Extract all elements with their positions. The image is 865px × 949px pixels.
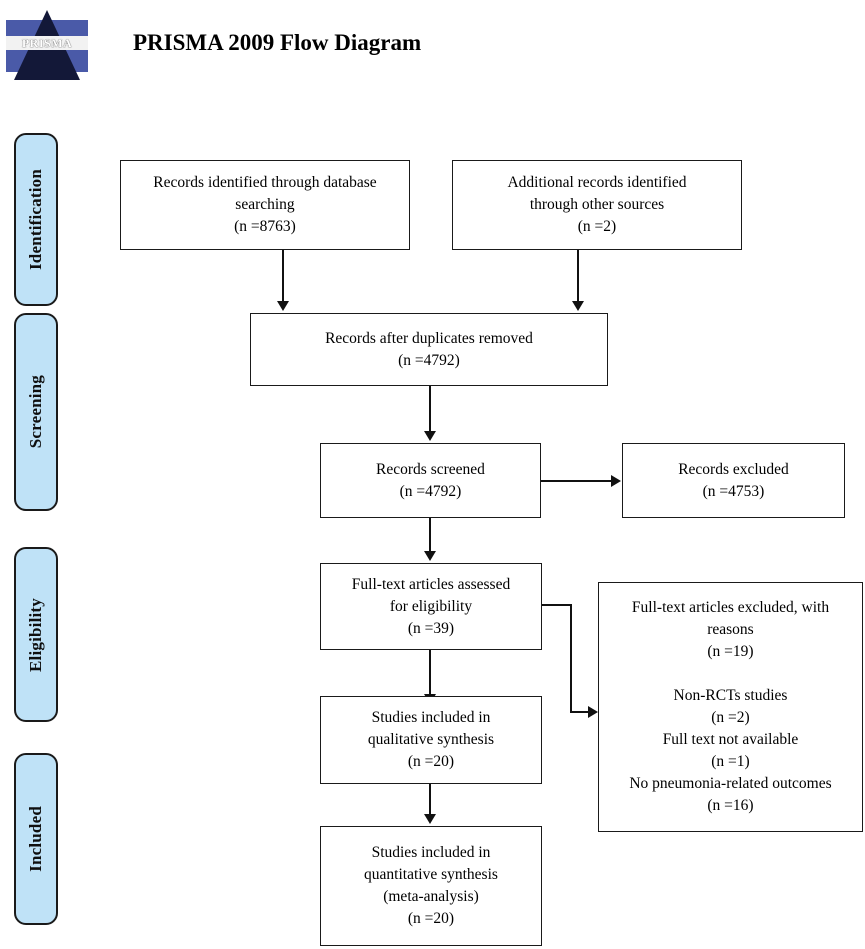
box-fulltext-articles-excluded-text: Full-text articles excluded, with reason… — [629, 599, 832, 814]
arrowhead-other-sources-down — [572, 301, 584, 311]
arrowhead-eligibility-to-excluded — [588, 706, 598, 718]
box-records-after-duplicates-removed: Records after duplicates removed (n =479… — [250, 313, 608, 386]
stage-tab-included-label: Included — [26, 806, 45, 872]
connector-screened-to-excluded — [541, 480, 613, 482]
box-additional-records-other-sources: Additional records identified through ot… — [452, 160, 742, 250]
arrowhead-db-search-down — [277, 301, 289, 311]
stage-tab-eligibility: Eligibility — [14, 547, 58, 722]
box-additional-records-other-sources-text: Additional records identified through ot… — [507, 174, 687, 235]
connector-eligibility-elbow-vertical — [570, 604, 572, 712]
box-fulltext-articles-assessed: Full-text articles assessed for eligibil… — [320, 563, 542, 650]
arrowhead-screened-to-fulltext — [424, 551, 436, 561]
arrowhead-screened-to-excluded — [611, 475, 621, 487]
box-records-excluded-text: Records excluded (n =4753) — [678, 460, 789, 500]
connector-db-search-down — [282, 250, 284, 303]
connector-screened-to-fulltext — [429, 518, 431, 553]
logo-light-stripe — [6, 36, 88, 50]
box-studies-qualitative-synthesis-text: Studies included in qualitative synthesi… — [367, 709, 495, 770]
box-studies-quantitative-synthesis: Studies included in quantitative synthes… — [320, 826, 542, 946]
box-fulltext-articles-excluded: Full-text articles excluded, with reason… — [598, 582, 863, 832]
connector-duplicates-to-screened — [429, 386, 431, 433]
box-records-after-duplicates-removed-text: Records after duplicates removed (n =479… — [325, 329, 533, 369]
stage-tab-identification-label: Identification — [26, 168, 45, 271]
connector-eligibility-elbow-bottom — [570, 711, 590, 713]
stage-tab-included: Included — [14, 753, 58, 925]
box-records-screened-text: Records screened (n =4792) — [376, 460, 485, 500]
box-records-excluded: Records excluded (n =4753) — [622, 443, 845, 518]
stage-tab-identification: Identification — [14, 133, 58, 306]
page-title: PRISMA 2009 Flow Diagram — [133, 30, 422, 55]
prisma-logo: PRISMA — [6, 6, 88, 86]
stage-tab-eligibility-label: Eligibility — [26, 597, 45, 672]
arrowhead-qualitative-to-quantitative — [424, 814, 436, 824]
logo-wordmark: PRISMA — [21, 36, 73, 50]
box-studies-quantitative-synthesis-text: Studies included in quantitative synthes… — [364, 844, 498, 927]
connector-other-sources-down — [577, 250, 579, 303]
connector-qualitative-to-quantitative — [429, 784, 431, 816]
box-fulltext-articles-assessed-text: Full-text articles assessed for eligibil… — [351, 575, 511, 637]
connector-eligibility-to-qualitative — [429, 650, 431, 696]
connector-eligibility-elbow-top — [542, 604, 572, 606]
box-records-identified-database-text: Records identified through database sear… — [153, 174, 377, 235]
box-studies-qualitative-synthesis: Studies included in qualitative synthesi… — [320, 696, 542, 784]
box-records-screened: Records screened (n =4792) — [320, 443, 541, 518]
arrowhead-duplicates-to-screened — [424, 431, 436, 441]
stage-tab-screening: Screening — [14, 313, 58, 511]
stage-tab-screening-label: Screening — [26, 375, 45, 449]
box-records-identified-database: Records identified through database sear… — [120, 160, 410, 250]
